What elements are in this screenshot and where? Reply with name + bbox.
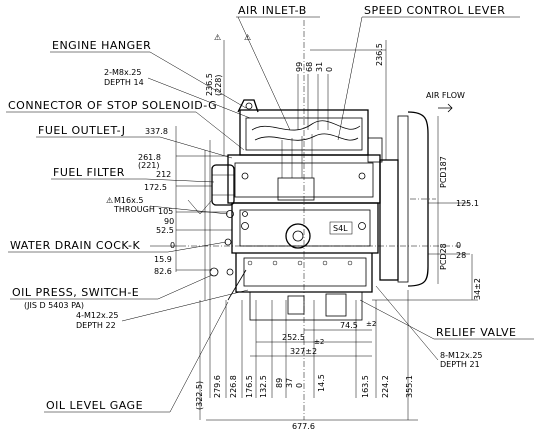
speed-control-lever-label: SPEED CONTROL LEVER	[364, 4, 505, 17]
oil-level-gage-label: OIL LEVEL GAGE	[46, 399, 143, 412]
dim-226-8: 226.8	[229, 375, 238, 398]
m16-through-label: THROUGH	[113, 205, 155, 214]
engine-hanger-label: ENGINE HANGER	[52, 39, 151, 52]
air-flow-label: AIR FLOW	[426, 91, 465, 100]
model-label: S4L	[333, 224, 348, 233]
dim-279-6: 279.6	[213, 375, 222, 398]
m12-right-thread-label: 8-M12x.25	[440, 351, 483, 360]
warn-mark-top: ⚠	[214, 33, 221, 42]
dim-right-0: 0	[456, 241, 461, 250]
dim-top-0: 0	[325, 67, 334, 72]
top-labels: AIR INLET-B SPEED CONTROL LEVER	[236, 4, 520, 141]
pcd-187-label: PCD187	[439, 156, 448, 188]
dim-125-1: 125.1	[456, 199, 479, 208]
dim-15-9: 15.9	[154, 255, 172, 264]
bottom-vertical-dimensions: (322.5) 279.6 226.8 176.5 132.5 89 37 0 …	[195, 290, 414, 420]
m16-thread-label: M16x.5	[114, 196, 143, 205]
dim-221: (221)	[138, 161, 160, 170]
top-dimensions: 236.5 (228) ⚠ ⚠ 99 68 31 0 236.5	[205, 33, 387, 160]
m12-right-depth-label: DEPTH 21	[440, 360, 480, 369]
dim-bottom-0: 0	[295, 383, 304, 388]
jis-ref-label: (JIS D 5403 PA)	[24, 301, 84, 310]
air-flow-arrow-icon	[438, 103, 453, 113]
dim-89: 89	[275, 378, 284, 388]
dim-right-28: 28	[456, 251, 466, 260]
left-dimensions: 261.8 (221) 212 172.5 105 90 52.5 0 15.9…	[138, 126, 232, 276]
air-inlet-label: AIR INLET-B	[238, 4, 307, 17]
dim-34: 34±2	[473, 278, 482, 300]
fuel-outlet-label: FUEL OUTLET-J	[38, 124, 126, 137]
dim-327: 327±2	[290, 347, 317, 356]
dim-left-0: 0	[170, 241, 175, 250]
dim-14-5: 14.5	[317, 374, 326, 392]
dim-252-5: 252.5	[282, 333, 305, 342]
dim-90: 90	[164, 217, 174, 226]
connector-stop-solenoid-label: CONNECTOR OF STOP SOLENOID-G	[8, 99, 217, 112]
left-labels: ENGINE HANGER 2-M8x.25 DEPTH 14 CONNECTO…	[6, 39, 251, 413]
m12-left-depth-label: DEPTH 22	[76, 321, 116, 330]
dim-top-228: (228)	[214, 74, 223, 96]
centerlines	[180, 20, 460, 420]
dim-337-8: 337.8	[145, 127, 168, 136]
dim-212: 212	[156, 170, 171, 179]
water-drain-cock-label: WATER DRAIN COCK-K	[10, 239, 140, 252]
dim-top-68: 68	[305, 62, 314, 72]
dim-355-1: 355.1	[405, 375, 414, 398]
dim-176-5: 176.5	[245, 375, 254, 398]
dim-132-5: 132.5	[259, 375, 268, 398]
fuel-filter-label: FUEL FILTER	[53, 166, 125, 179]
m8-depth-label: DEPTH 14	[104, 78, 144, 87]
dim-163-5: 163.5	[361, 375, 370, 398]
warn-mark-m16: ⚠	[106, 196, 113, 205]
tol-252: ±2	[314, 338, 324, 346]
right-annotations: AIR FLOW PCD187 125.1 PCD28 0 28 34±2 RE…	[359, 91, 534, 369]
dim-52-5: 52.5	[156, 226, 174, 235]
dim-105: 105	[158, 207, 173, 216]
dim-top-31: 31	[315, 62, 324, 72]
dim-ticks	[150, 199, 213, 247]
dim-261-8: 261.8	[138, 153, 161, 162]
pcd-28-label: PCD28	[439, 243, 448, 270]
tol-74: ±2	[366, 320, 376, 328]
oil-press-switch-label: OIL PRESS, SWITCH-E	[12, 286, 139, 299]
dim-top-99: 99	[295, 62, 304, 72]
engine-outline: S4L	[204, 99, 436, 321]
dim-37: 37	[285, 378, 294, 388]
dim-74-5: 74.5	[340, 321, 358, 330]
dim-224-2: 224.2	[381, 375, 390, 398]
m12-left-thread-label: 4-M12x.25	[76, 311, 119, 320]
warn-mark-top2: ⚠	[244, 33, 251, 42]
m8-thread-label: 2-M8x.25	[104, 68, 141, 77]
dim-top-236-5b: 236.5	[375, 43, 384, 66]
relief-valve-label: RELIEF VALVE	[436, 326, 516, 339]
dim-82-6: 82.6	[154, 267, 172, 276]
dim-322-5: (322.5)	[195, 381, 204, 410]
dim-top-236-5a: 236.5	[205, 73, 214, 96]
bottom-horizontal-dimensions: 74.5 ±2 252.5 ±2 327±2 677.6	[206, 320, 418, 431]
dim-677-6: 677.6	[292, 422, 315, 431]
dim-172-5: 172.5	[144, 183, 167, 192]
